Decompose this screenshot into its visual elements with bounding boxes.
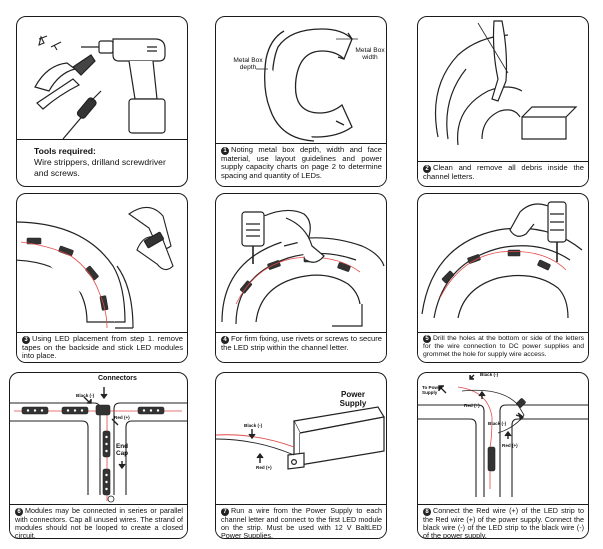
connectors-label: Connectors bbox=[98, 375, 137, 382]
to-power-supply-label: To Power Supply bbox=[422, 385, 443, 395]
metal-box-depth-label: Metal Box depth bbox=[233, 57, 263, 71]
black-wire-label: Black (-) bbox=[244, 423, 263, 428]
tools-body: Wire strippers, drilland screwdriver and… bbox=[34, 157, 166, 178]
wire-connection-illustration bbox=[418, 374, 588, 497]
step-3-text: Using LED placement from step 1. remove … bbox=[22, 334, 183, 361]
step-4-text: For firm fixing, use rivets or screws to… bbox=[221, 334, 382, 352]
step-2-number: 2 bbox=[423, 165, 431, 173]
screw-fixing-illustration bbox=[221, 209, 385, 327]
step-tools-panel: Tools required: Wire strippers, drilland… bbox=[16, 16, 188, 187]
tools-illustration bbox=[34, 35, 166, 140]
black-wire-mid-label: Black (-) bbox=[488, 421, 507, 426]
cleaning-channel-illustration bbox=[435, 20, 578, 146]
step-3-number: 3 bbox=[22, 336, 30, 344]
step-6-number: 6 bbox=[15, 508, 23, 516]
power-supply-illustration bbox=[216, 406, 385, 470]
channel-letter-c-illustration bbox=[256, 28, 358, 142]
step-2-text: Clean and remove all debris inside the c… bbox=[423, 163, 584, 181]
step-5-text: Drill the holes at the bottom or side of… bbox=[423, 335, 584, 358]
metal-box-width-label: Metal Box width bbox=[355, 47, 385, 61]
tools-title: Tools required: bbox=[34, 146, 96, 156]
step-4-number: 4 bbox=[221, 336, 229, 344]
step-6-text: Modules may be connected in series or pa… bbox=[15, 506, 183, 539]
module-connection-illustration bbox=[10, 387, 187, 503]
drill-holes-illustration bbox=[421, 201, 583, 319]
tools-caption: Tools required: Wire strippers, drilland… bbox=[17, 139, 187, 186]
red-wire-top-label: Red (+) bbox=[464, 403, 480, 408]
black-wire-label: Black (-) bbox=[76, 393, 95, 398]
step-8-text: Connect the Red wire (+) of the LED stri… bbox=[423, 506, 584, 539]
step-8-number: 8 bbox=[423, 508, 431, 516]
step-7-number: 7 bbox=[221, 508, 229, 516]
red-wire-mid-label: Red (+) bbox=[502, 443, 518, 448]
black-wire-top-label: Black (-) bbox=[480, 372, 499, 377]
power-supply-label: Power Supply bbox=[339, 390, 367, 408]
step-8-panel: To Power Supply Black (-) Red (+) Black … bbox=[417, 372, 589, 539]
step-5-number: 5 bbox=[423, 335, 431, 343]
stick-led-modules-illustration bbox=[17, 206, 174, 329]
step-1-text: Noting metal box depth, width and face m… bbox=[221, 145, 382, 180]
red-wire-label: Red (+) bbox=[256, 465, 272, 470]
step-1-number: 1 bbox=[221, 147, 229, 155]
step-7-text: Run a wire from the Power Supply to each… bbox=[221, 506, 382, 539]
end-cap-label: End Cap bbox=[116, 443, 129, 457]
red-wire-label: Red (+) bbox=[114, 415, 130, 420]
